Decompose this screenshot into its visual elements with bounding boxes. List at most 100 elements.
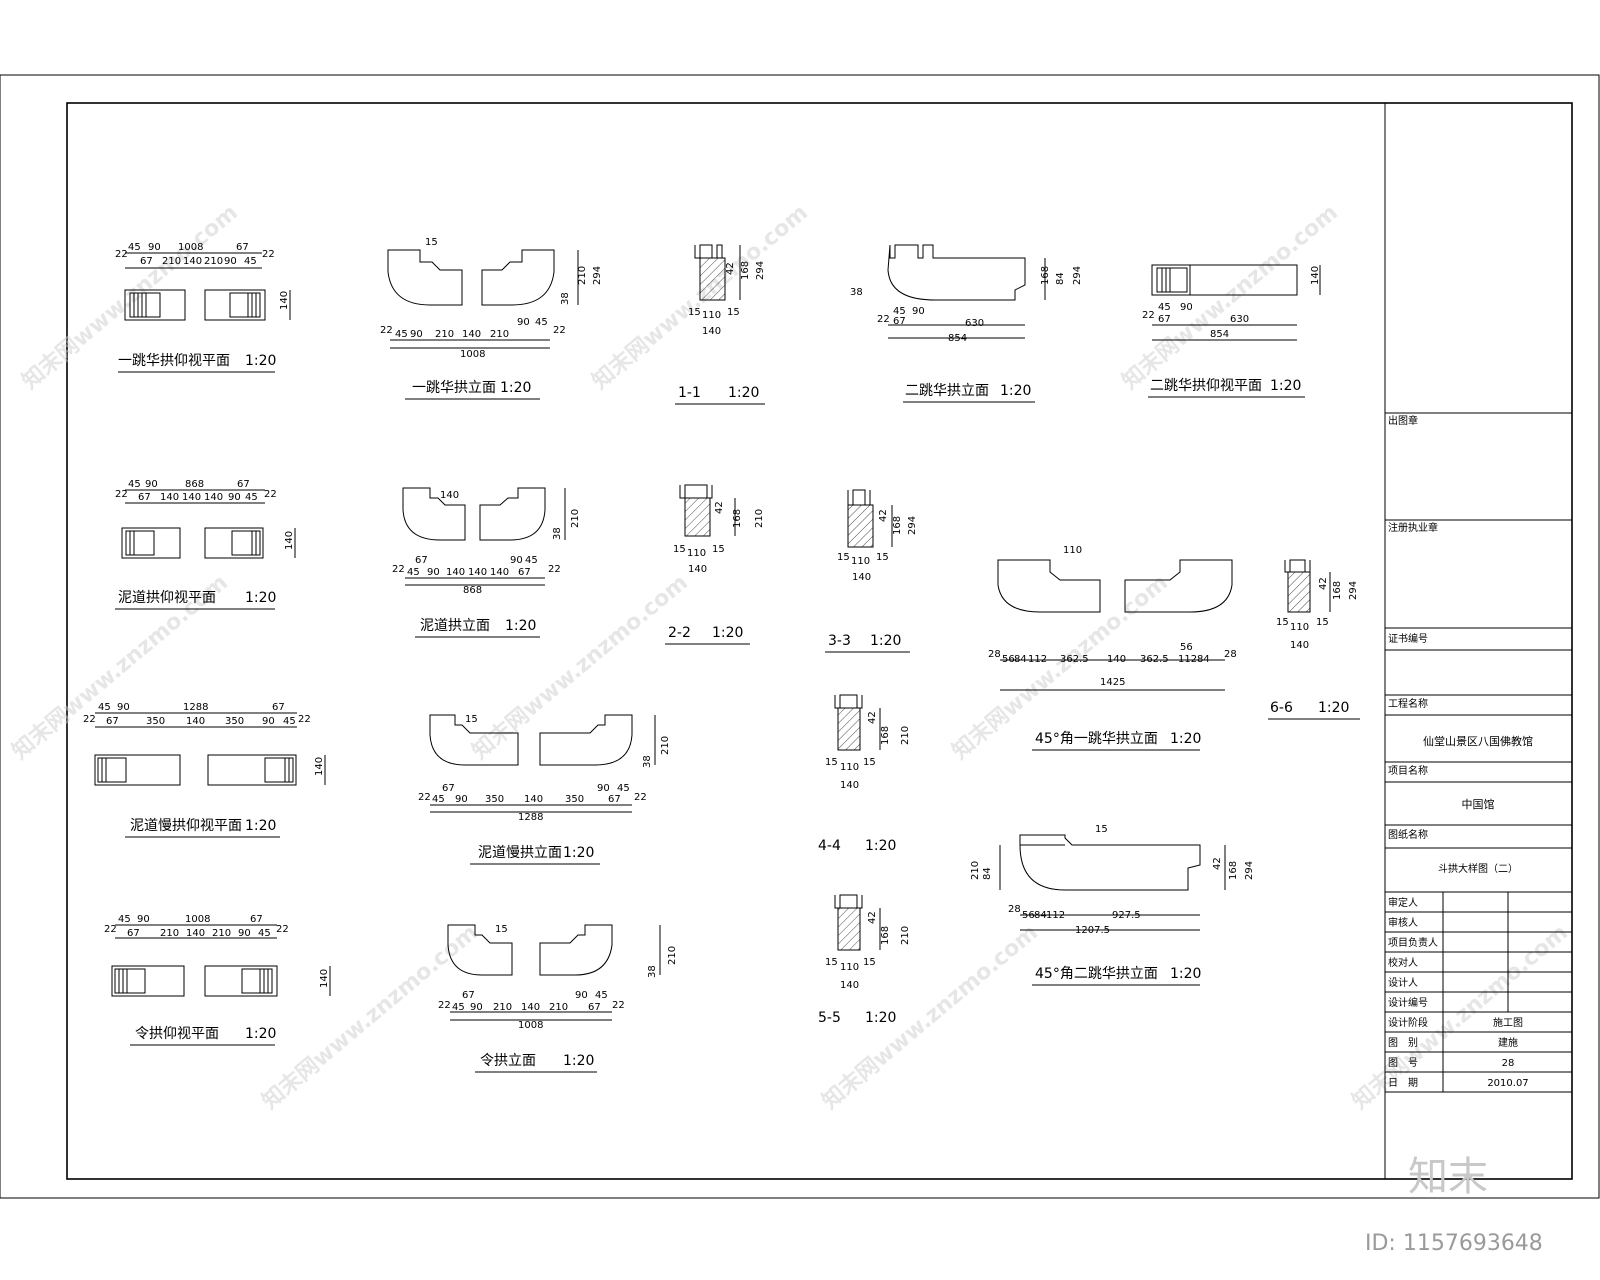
svg-text:140: 140 xyxy=(524,794,543,805)
svg-text:45: 45 xyxy=(98,702,111,713)
drawing-scale: 1:20 xyxy=(563,1053,594,1069)
svg-text:927.5: 927.5 xyxy=(1112,910,1141,921)
svg-text:140: 140 xyxy=(440,490,459,501)
svg-text:140: 140 xyxy=(446,567,465,578)
svg-text:90: 90 xyxy=(224,256,237,267)
svg-text:112: 112 xyxy=(1028,654,1047,665)
svg-text:210: 210 xyxy=(212,928,231,939)
svg-text:90: 90 xyxy=(137,914,150,925)
drawing-nidao-plan: 868 22 45 90 67 67 140 140 140 90 45 22 … xyxy=(115,479,296,610)
watermark-text-7: 知末网www.znzmo.com xyxy=(257,919,483,1114)
svg-text:140: 140 xyxy=(204,492,223,503)
svg-text:90: 90 xyxy=(455,794,468,805)
svg-text:56: 56 xyxy=(1002,654,1015,665)
svg-text:67: 67 xyxy=(272,702,285,713)
svg-text:294: 294 xyxy=(592,266,603,285)
svg-text:15: 15 xyxy=(825,957,838,968)
svg-text:168: 168 xyxy=(1040,266,1051,285)
svg-text:294: 294 xyxy=(1244,861,1255,880)
svg-text:90: 90 xyxy=(262,716,275,727)
svg-text:15: 15 xyxy=(1095,824,1108,835)
svg-text:112: 112 xyxy=(1046,910,1065,921)
svg-text:84: 84 xyxy=(1014,654,1027,665)
cert-label: 证书编号 xyxy=(1388,632,1428,645)
svg-text:15: 15 xyxy=(712,544,725,555)
drawing-scale: 1:20 xyxy=(1270,378,1301,394)
drawing-title: 5-5 xyxy=(818,1010,841,1026)
drawing-title: 3-3 xyxy=(828,633,851,649)
svg-text:84: 84 xyxy=(1197,654,1210,665)
svg-text:140: 140 xyxy=(490,567,509,578)
svg-text:90: 90 xyxy=(238,928,251,939)
project-value: 仙堂山景区八国佛教馆 xyxy=(1423,734,1533,748)
drawing-ertiao-elevation: 38 168 84 294 22 45 90 67 630 854 二跳华拱立面… xyxy=(850,244,1083,403)
drawing-title: 1-1 xyxy=(678,385,701,401)
svg-text:140: 140 xyxy=(183,256,202,267)
svg-text:140: 140 xyxy=(852,572,871,583)
svg-text:90: 90 xyxy=(575,990,588,1001)
drawing-yitiao-elevation: 15 210 294 38 22 45 90 210 140 210 90 45… xyxy=(380,237,603,400)
svg-text:15: 15 xyxy=(1276,617,1289,628)
svg-text:56: 56 xyxy=(1180,642,1193,653)
svg-text:84: 84 xyxy=(982,867,993,880)
svg-text:140: 140 xyxy=(319,969,330,988)
svg-text:67: 67 xyxy=(250,914,263,925)
svg-text:45: 45 xyxy=(893,306,906,317)
drawing-scale: 1:20 xyxy=(245,590,276,606)
svg-text:140: 140 xyxy=(1107,654,1126,665)
dim-total: 1288 xyxy=(183,702,208,713)
svg-text:22: 22 xyxy=(418,792,431,803)
row-label: 审定人 xyxy=(1388,896,1418,909)
drawing-linggong-elevation: 15 210 38 22 67 45 90 210 140 210 90 45 … xyxy=(438,924,678,1073)
svg-text:38: 38 xyxy=(850,287,863,298)
row-value: 建施 xyxy=(1498,1036,1518,1049)
svg-text:210: 210 xyxy=(900,926,911,945)
svg-text:210: 210 xyxy=(970,861,981,880)
row-value: 28 xyxy=(1502,1058,1515,1069)
svg-text:210: 210 xyxy=(667,946,678,965)
drawing-title: 令拱立面 xyxy=(480,1053,536,1069)
svg-text:22: 22 xyxy=(298,714,311,725)
svg-text:22: 22 xyxy=(634,792,647,803)
svg-text:168: 168 xyxy=(892,516,903,535)
svg-text:42: 42 xyxy=(867,911,878,924)
svg-text:854: 854 xyxy=(1210,329,1229,340)
drawing-name-label: 图纸名称 xyxy=(1388,828,1428,841)
svg-text:22: 22 xyxy=(115,489,128,500)
svg-text:90: 90 xyxy=(1180,302,1193,313)
svg-text:42: 42 xyxy=(725,262,736,275)
drawing-scale: 1:20 xyxy=(1170,731,1201,747)
svg-text:45: 45 xyxy=(595,990,608,1001)
svg-text:15: 15 xyxy=(425,237,438,248)
watermark-text-3: 知末网www.znzmo.com xyxy=(1117,199,1343,394)
drawing-title: 令拱仰视平面 xyxy=(135,1026,219,1042)
svg-text:22: 22 xyxy=(438,1000,451,1011)
svg-text:67: 67 xyxy=(462,990,475,1001)
svg-text:15: 15 xyxy=(837,552,850,563)
svg-text:210: 210 xyxy=(549,1002,568,1013)
drawing-scale: 1:20 xyxy=(1318,700,1349,716)
drawing-scale: 1:20 xyxy=(245,353,276,369)
svg-text:42: 42 xyxy=(1318,577,1329,590)
svg-text:90: 90 xyxy=(148,242,161,253)
svg-text:210: 210 xyxy=(570,509,581,528)
svg-text:84: 84 xyxy=(1034,910,1047,921)
drawing-45-yitiao-elevation: 110 28 56 84 112 362.5 140 362.5 112 84 … xyxy=(988,545,1237,751)
svg-text:210: 210 xyxy=(490,329,509,340)
svg-text:350: 350 xyxy=(565,794,584,805)
svg-text:168: 168 xyxy=(732,509,743,528)
svg-text:42: 42 xyxy=(867,711,878,724)
svg-text:38: 38 xyxy=(560,292,571,305)
drawing-title: 4-4 xyxy=(818,838,841,854)
svg-text:1008: 1008 xyxy=(518,1020,543,1031)
project-label: 工程名称 xyxy=(1388,697,1428,710)
svg-text:90: 90 xyxy=(117,702,130,713)
drawing-title: 泥道慢拱立面 xyxy=(478,844,562,861)
svg-text:67: 67 xyxy=(138,492,151,503)
svg-text:67: 67 xyxy=(588,1002,601,1013)
drawing-nidao-man-elevation: 15 210 38 22 67 45 90 350 140 350 90 45 … xyxy=(418,714,671,865)
svg-text:294: 294 xyxy=(755,261,766,280)
row-label: 审核人 xyxy=(1388,916,1418,929)
svg-text:22: 22 xyxy=(262,249,275,260)
